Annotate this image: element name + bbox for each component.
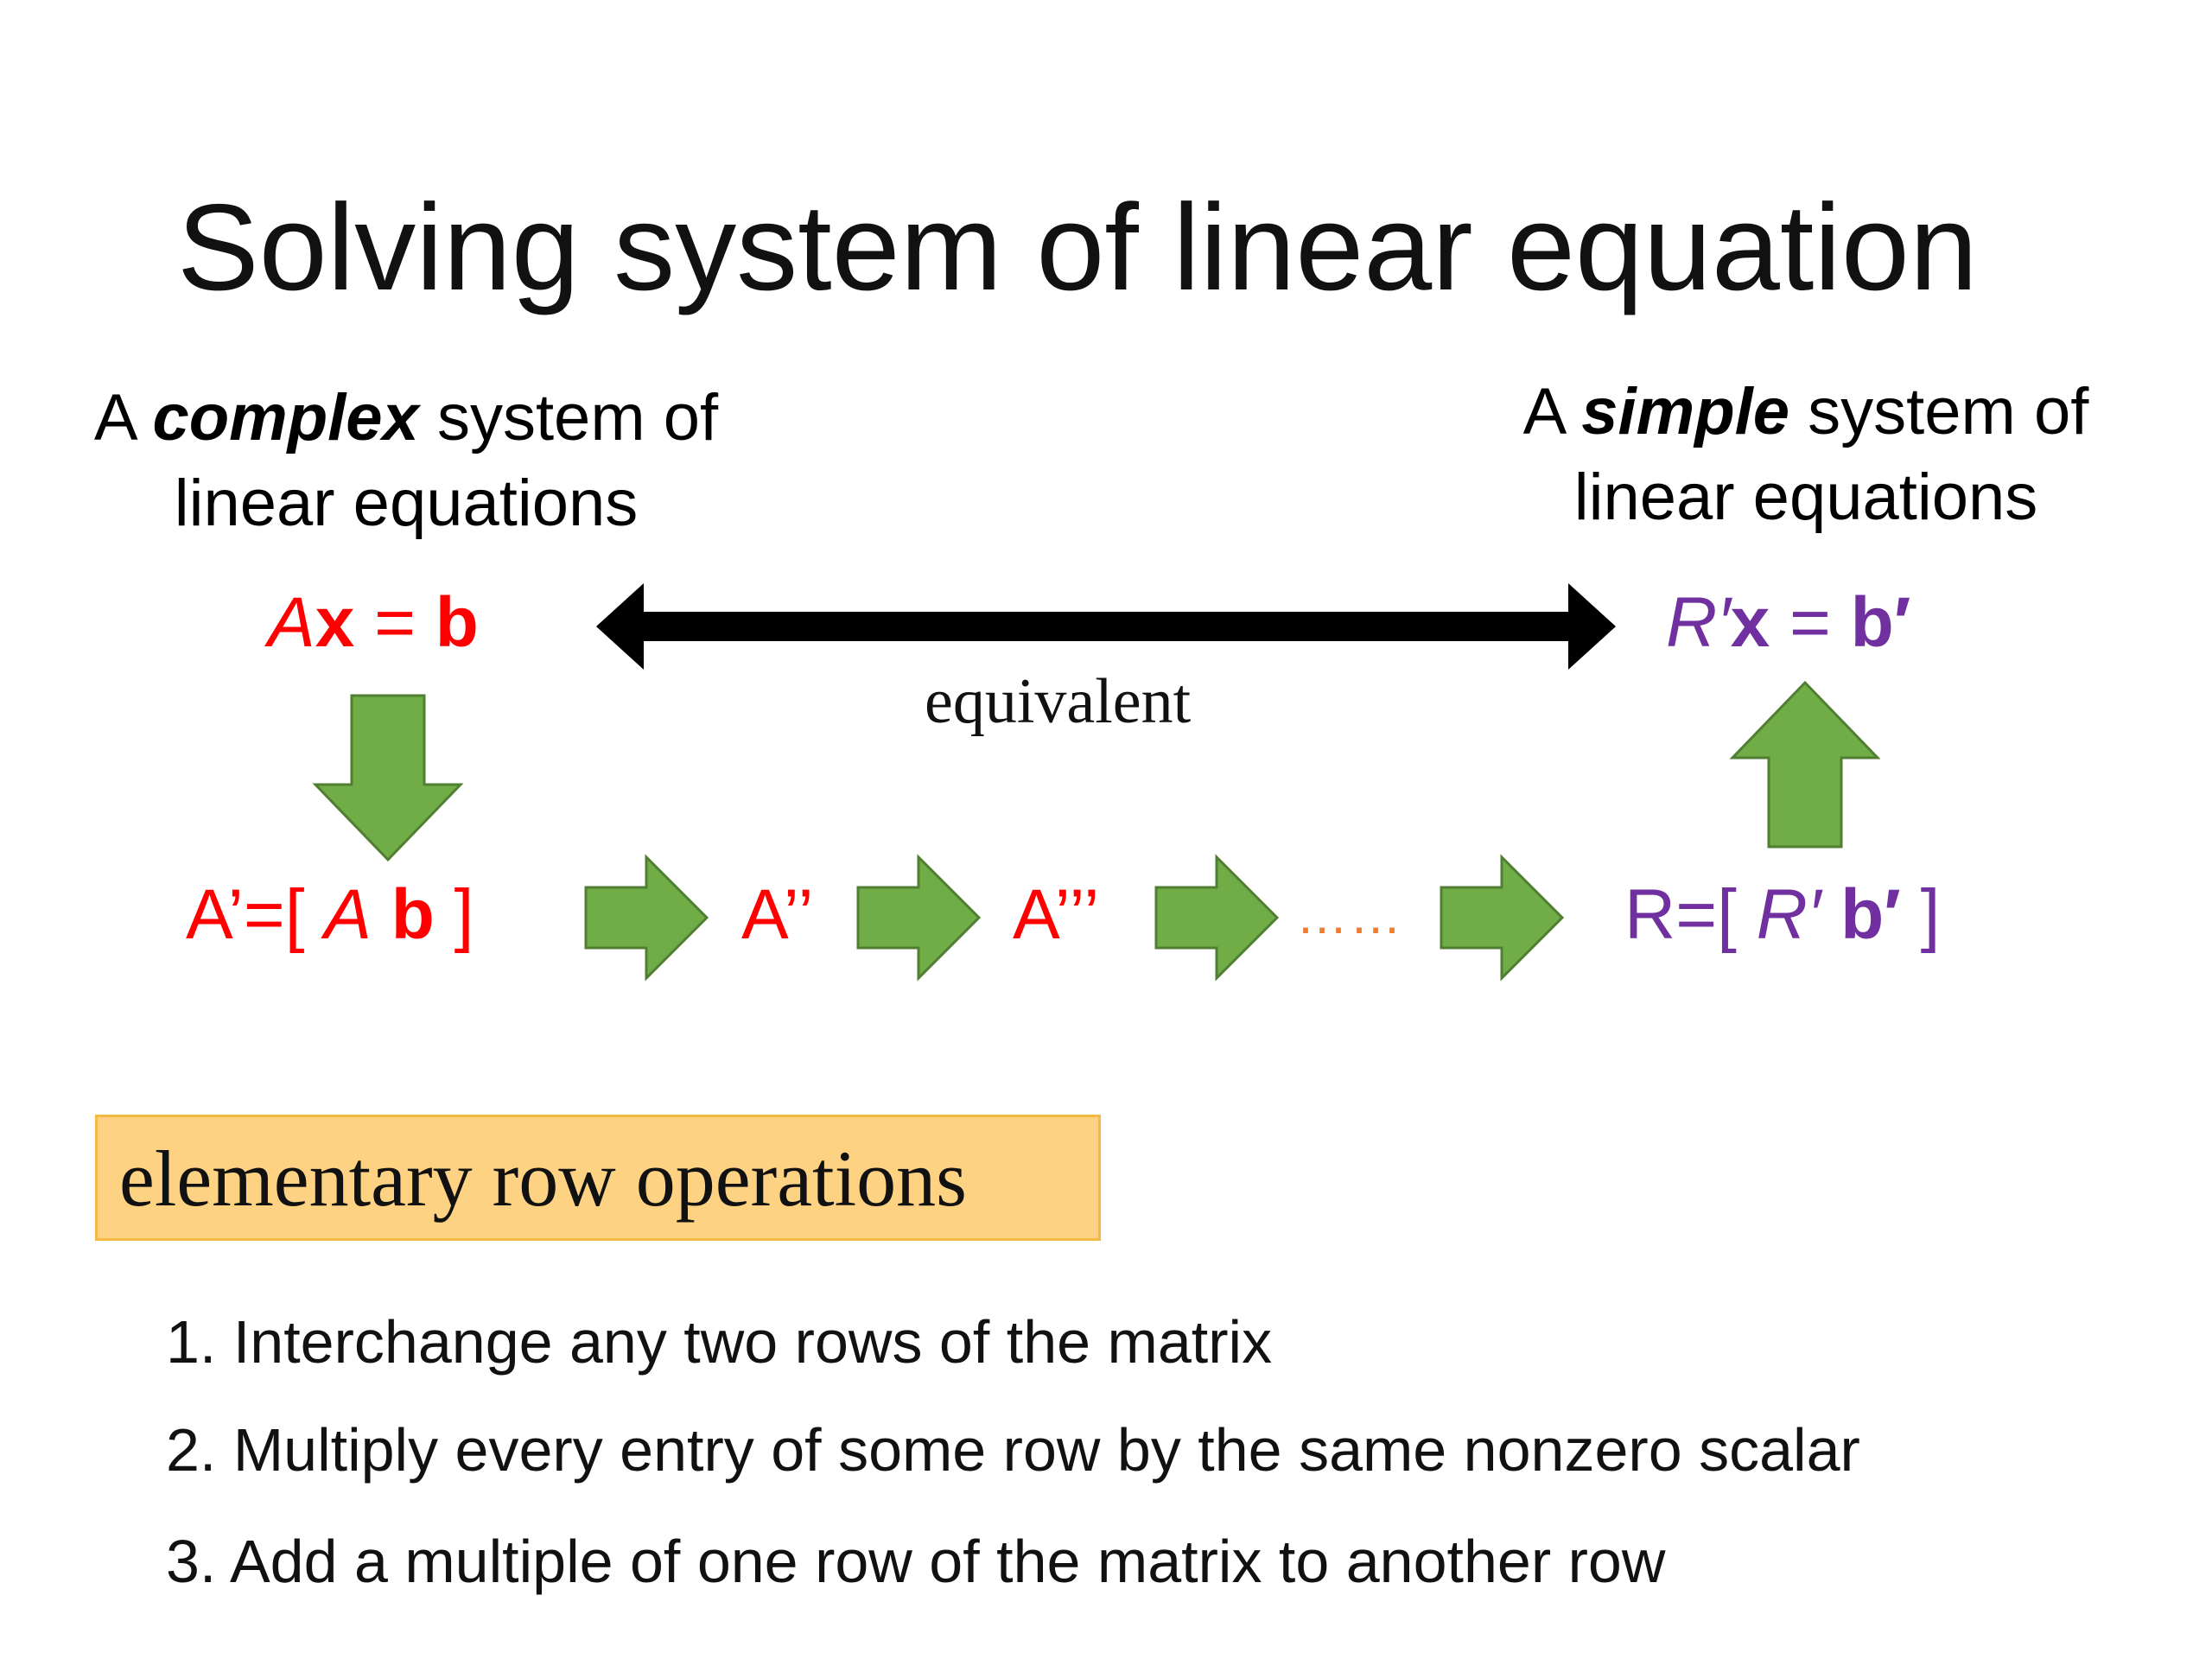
equivalence-double-arrow-icon xyxy=(596,583,1616,670)
caption-line-1: A complex system of xyxy=(86,376,726,461)
matrix-close: ] xyxy=(1900,875,1941,954)
page-title: Solving system of linear equation xyxy=(177,179,1978,316)
elementary-row-operations-label: elementary row operations xyxy=(119,1135,967,1223)
equivalent-label: equivalent xyxy=(925,666,1192,737)
matrix-a-triple-prime: A’’’ xyxy=(1013,875,1100,954)
simple-equation: R′x = b′ xyxy=(1666,588,1910,658)
vector-b: b xyxy=(435,583,479,662)
augmented-matrix-a: A’=[ A b ] xyxy=(186,880,474,950)
matrix-a: A xyxy=(324,875,372,954)
caption-line-1: A simple system of xyxy=(1486,370,2126,455)
matrix-r-prime: R′ xyxy=(1756,875,1821,954)
vector-b-prime: b′ xyxy=(1840,875,1901,954)
vector-b-prime: b′ xyxy=(1850,583,1911,662)
matrix-a-double-prime: A’’ xyxy=(741,875,814,954)
matrix-a: A xyxy=(268,583,315,662)
matrix-close: ] xyxy=(434,875,474,954)
caption-line-2: linear equations xyxy=(174,466,639,540)
complex-equation: Ax = b xyxy=(268,588,479,658)
caption-prefix: A xyxy=(1522,375,1582,448)
operation-step-2: 2. Multiply every entry of some row by t… xyxy=(166,1416,1860,1484)
complex-system-caption: A complex system of linear equations xyxy=(86,376,726,547)
matrix-r-prime: R′ xyxy=(1666,583,1731,662)
elementary-row-operations-box xyxy=(95,1115,1101,1241)
caption-prefix: A xyxy=(93,381,153,454)
matrix-prefix: R=[ xyxy=(1624,875,1757,954)
operation-step-1: 1. Interchange any two rows of the matri… xyxy=(166,1308,1273,1376)
equals-sign: = xyxy=(1770,583,1851,662)
down-arrow-icon xyxy=(312,694,464,862)
equals-sign: = xyxy=(354,583,435,662)
right-arrow-icon xyxy=(856,854,982,982)
caption-emphasis: simple xyxy=(1581,375,1790,448)
caption-suffix: system of xyxy=(1789,375,2089,448)
matrix-prefix: A’=[ xyxy=(186,875,325,954)
spacer xyxy=(1821,875,1840,954)
vector-x: x xyxy=(1730,583,1770,662)
augmented-matrix-r: R=[ R′ b′ ] xyxy=(1624,880,1940,950)
right-arrow-icon xyxy=(1440,854,1565,982)
ellipsis-dots: …… xyxy=(1296,887,1403,944)
vector-x: x xyxy=(315,583,355,662)
caption-line-2: linear equations xyxy=(1573,460,2038,534)
caption-suffix: system of xyxy=(418,381,719,454)
right-arrow-icon xyxy=(1154,854,1280,982)
up-arrow-icon xyxy=(1729,680,1881,849)
simple-system-caption: A simple system of linear equations xyxy=(1486,370,2126,541)
operation-step-3: 3. Add a multiple of one row of the matr… xyxy=(166,1528,1666,1595)
spacer xyxy=(372,875,391,954)
right-arrow-icon xyxy=(584,854,709,982)
caption-emphasis: complex xyxy=(152,381,419,454)
vector-b: b xyxy=(391,875,435,954)
